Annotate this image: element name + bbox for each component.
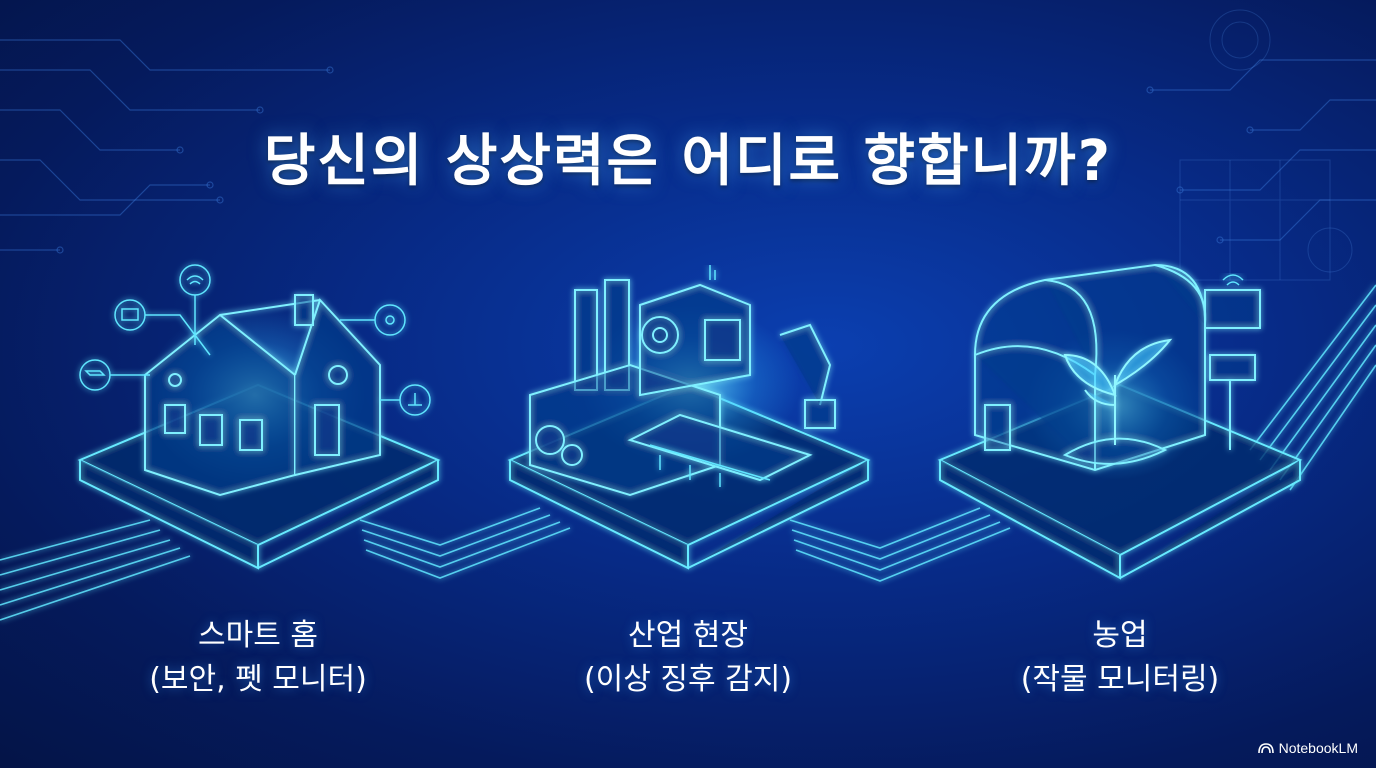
card-title: 산업 현장 bbox=[628, 618, 748, 653]
brand-watermark: NotebookLM bbox=[1257, 740, 1358, 756]
brand-name: NotebookLM bbox=[1278, 740, 1358, 756]
factory-icon bbox=[529, 265, 836, 497]
card-label-industrial: 산업 현장 (이상 징후 감지) bbox=[508, 614, 868, 702]
card-label-smart-home: 스마트 홈 (보안, 펫 모니터) bbox=[78, 614, 438, 702]
card-subtitle: (작물 모니터링) bbox=[1020, 662, 1220, 697]
card-label-agriculture: 농업 (작물 모니터링) bbox=[940, 614, 1300, 702]
smart-home-icon bbox=[79, 264, 431, 497]
card-subtitle: (보안, 펫 모니터) bbox=[149, 662, 367, 697]
greenhouse-icon bbox=[974, 263, 1261, 480]
card-title: 스마트 홈 bbox=[198, 618, 318, 653]
notebooklm-logo-icon bbox=[1257, 743, 1274, 754]
card-subtitle: (이상 징후 감지) bbox=[583, 662, 793, 697]
card-title: 농업 bbox=[1092, 618, 1148, 653]
page-title: 당신의 상상력은 어디로 향합니까? bbox=[263, 128, 1113, 194]
